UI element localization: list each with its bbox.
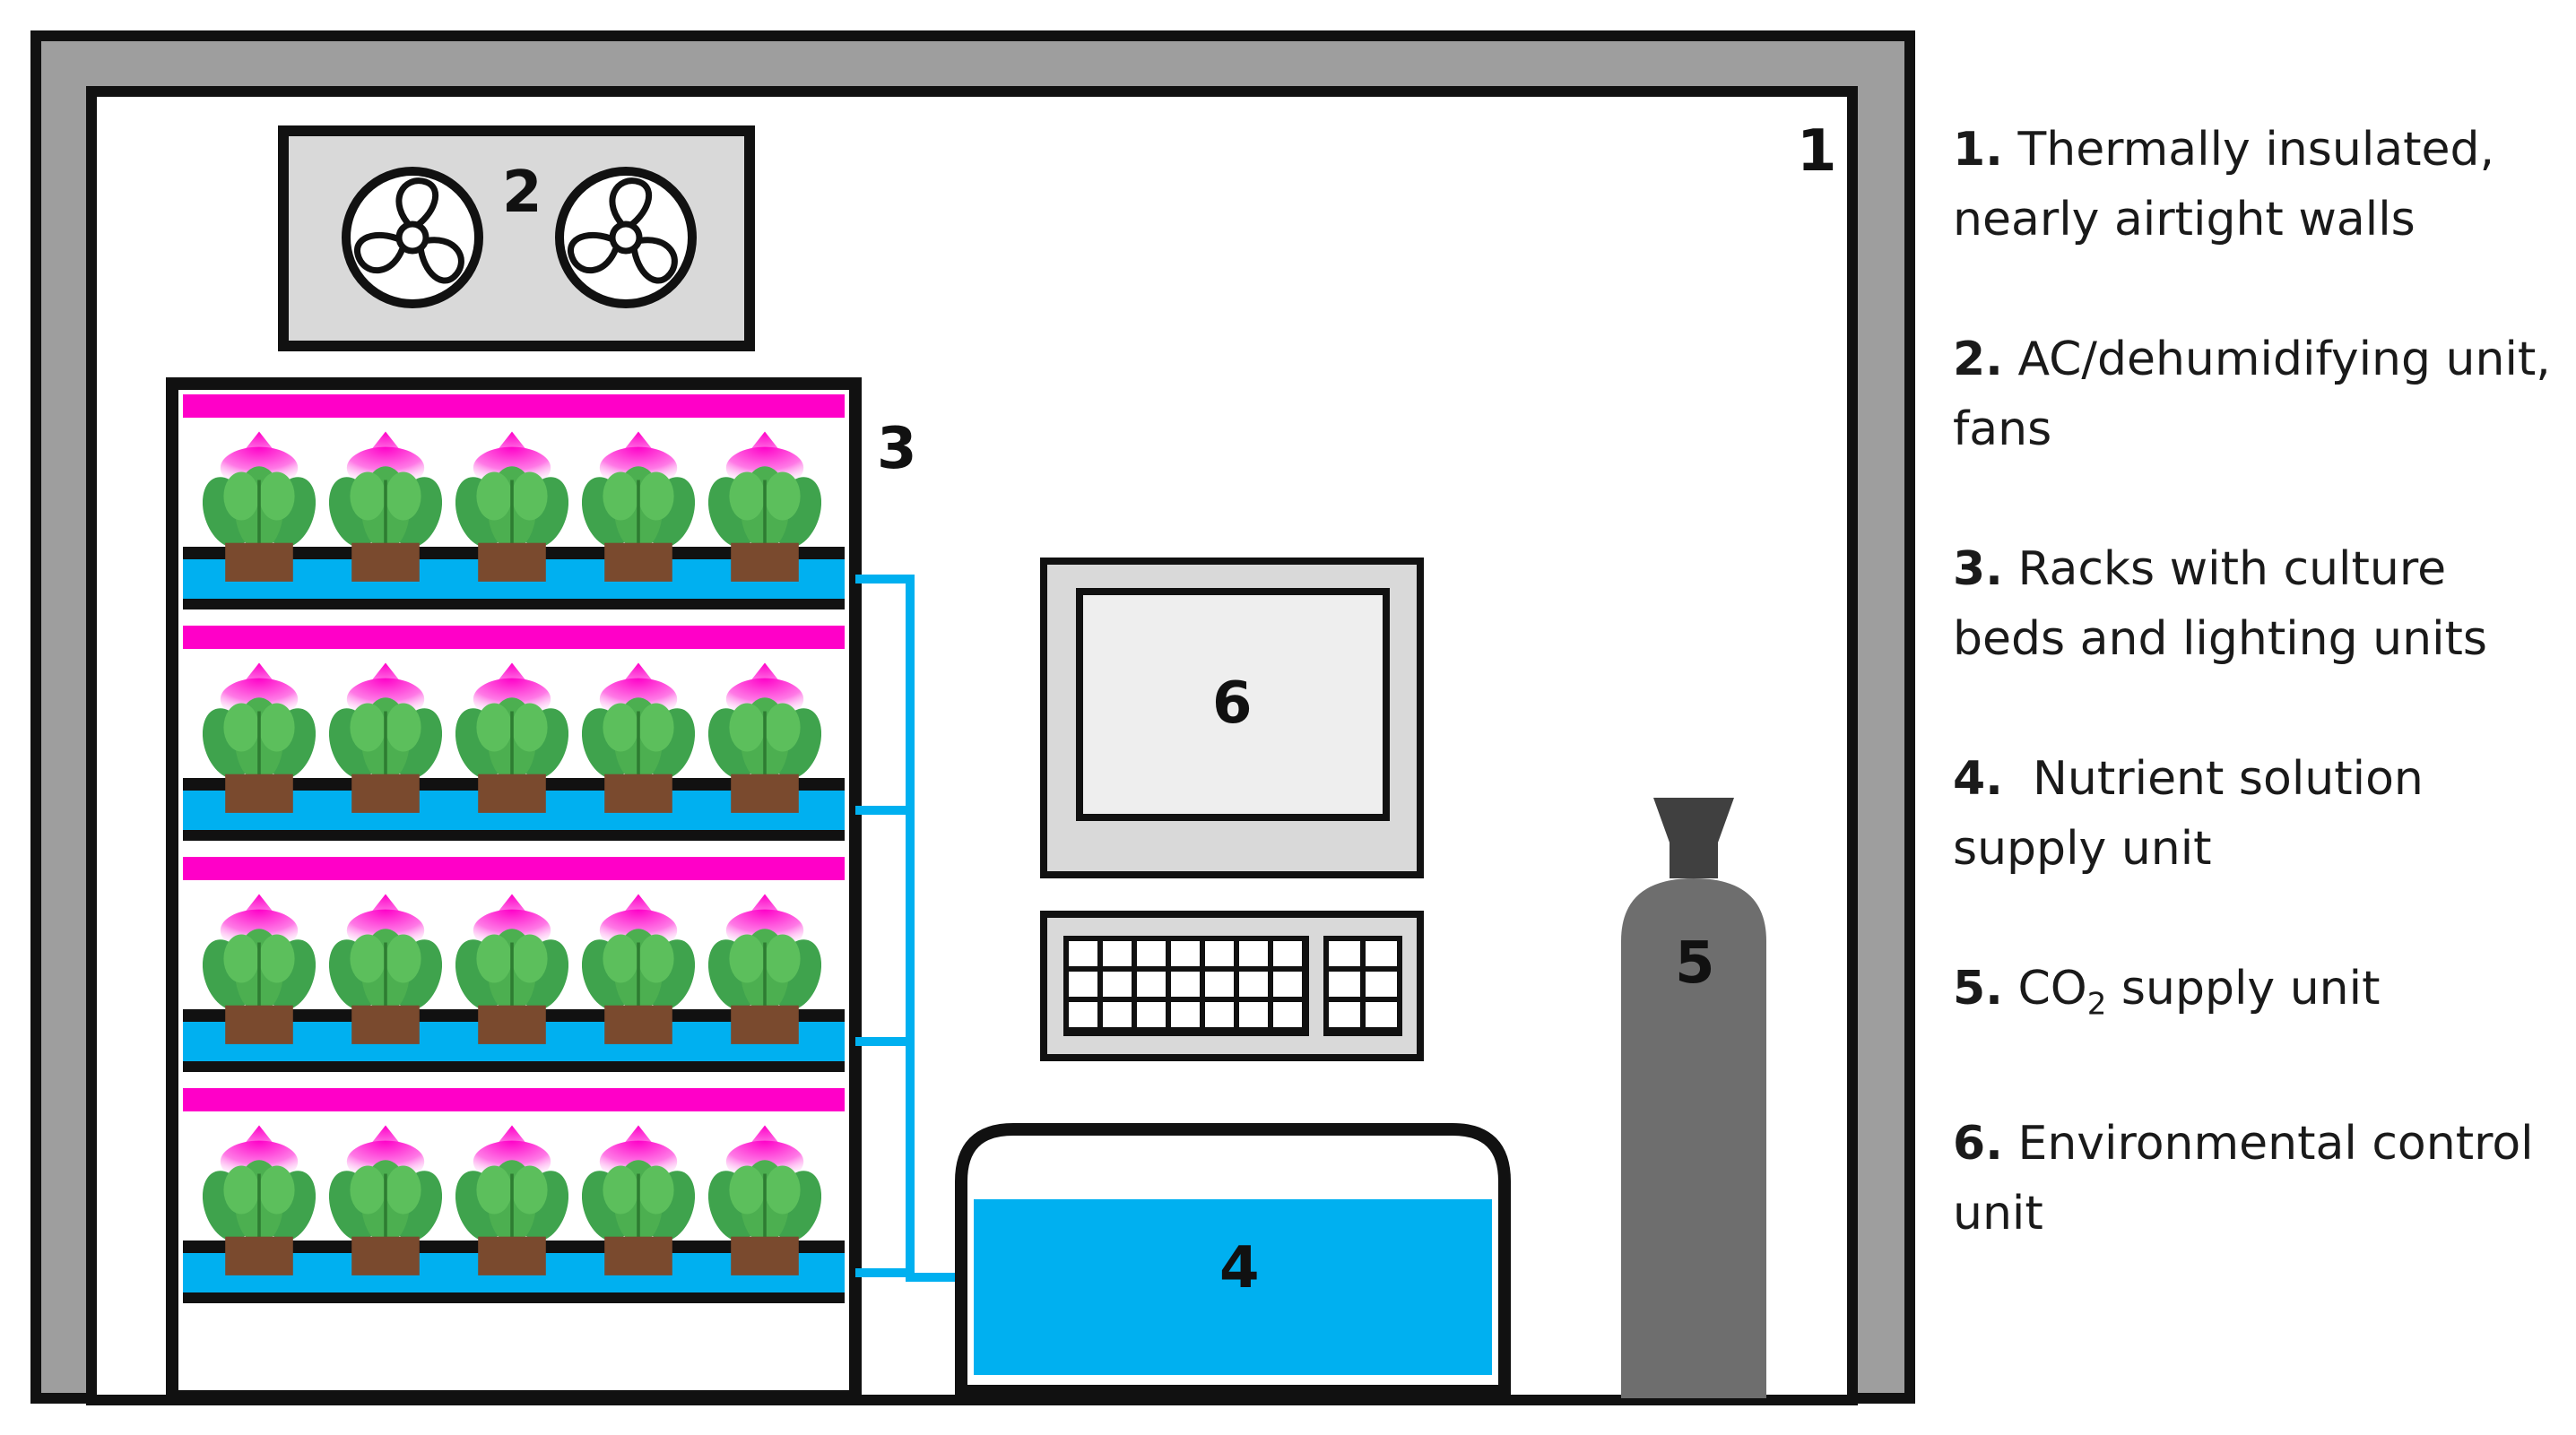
legend-item-racks: 3. Racks with culture beds and lighting …: [1953, 534, 2572, 674]
keyboard-key: [1239, 1002, 1268, 1027]
keyboard-key: [1366, 972, 1397, 997]
keyboard-key: [1171, 972, 1200, 997]
legend-item-co2: 5. CO2 supply unit: [1953, 954, 2572, 1039]
ac-dehumidifier-unit: [278, 125, 755, 351]
label-room: 1: [1797, 118, 1837, 185]
nutrient-pipes: [855, 575, 959, 1282]
legend-item-nutrient: 4. Nutrient solution supply unit: [1953, 744, 2572, 884]
keyboard-key: [1103, 972, 1132, 997]
keyboard-key: [1069, 972, 1097, 997]
rack-shelf: [183, 626, 845, 841]
gas-cylinder-icon: [1653, 798, 1734, 878]
keyboard-key: [1171, 1002, 1200, 1027]
keyboard-key: [1137, 1002, 1166, 1027]
keyboard-key: [1137, 941, 1166, 966]
co2-cylinder: [1621, 798, 1766, 1398]
keyboard-key: [1069, 941, 1097, 966]
keyboard-key: [1273, 972, 1302, 997]
keyboard-icon: [1040, 911, 1424, 1061]
legend-number: 2.: [1953, 333, 2003, 386]
fan-icon: [559, 171, 692, 304]
legend-number: 4.: [1953, 752, 2003, 806]
keyboard-key: [1366, 1002, 1397, 1027]
keyboard-key: [1239, 972, 1268, 997]
legend-text: AC/dehumidifying unit, fans: [1953, 333, 2551, 456]
keyboard-key: [1329, 1002, 1360, 1027]
keyboard-key: [1103, 1002, 1132, 1027]
keyboard-key: [1239, 941, 1268, 966]
legend-number: 6.: [1953, 1117, 2003, 1171]
legend-subscript: 2: [2086, 986, 2107, 1023]
legend-text: Environmental control unit: [1953, 1117, 2534, 1241]
keyboard-key: [1273, 1002, 1302, 1027]
keyboard-key: [1205, 941, 1234, 966]
rack-shelf: [183, 1088, 845, 1303]
legend-number: 5.: [1953, 962, 2003, 1016]
plant-factory-diagram: 1 2 3 4 5 6: [30, 30, 1915, 1405]
legend-text: CO: [2017, 962, 2087, 1016]
legend-text: supply unit: [2106, 962, 2381, 1016]
keyboard-key: [1103, 941, 1132, 966]
keyboard-key: [1205, 1002, 1234, 1027]
legend: 1. Thermally insulated, nearly airtight …: [1953, 115, 2572, 1318]
keyboard-key: [1171, 941, 1200, 966]
legend-number: 1.: [1953, 123, 2003, 177]
label-racks: 3: [877, 416, 917, 482]
legend-item-ac-unit: 2. AC/dehumidifying unit, fans: [1953, 324, 2572, 464]
rack-shelf: [183, 394, 845, 609]
legend-item-walls: 1. Thermally insulated, nearly airtight …: [1953, 115, 2572, 255]
legend-text: Racks with culture beds and lighting uni…: [1953, 542, 2488, 666]
legend-text: Thermally insulated, nearly airtight wal…: [1953, 123, 2495, 246]
label-nutrient-tank: 4: [1219, 1235, 1260, 1301]
rack: [166, 377, 862, 1403]
environmental-control-unit: [1040, 558, 1424, 1061]
keyboard-key: [1137, 972, 1166, 997]
fan-icon: [346, 171, 479, 304]
legend-item-control: 6. Environmental control unit: [1953, 1109, 2572, 1249]
keyboard-key: [1329, 972, 1360, 997]
keyboard-key: [1273, 941, 1302, 966]
nutrient-tank: [955, 1123, 1511, 1397]
legend-text: Nutrient solution supply unit: [1953, 752, 2439, 876]
label-ac-unit: 2: [502, 160, 542, 226]
label-control-unit: 6: [1212, 670, 1253, 737]
keyboard-key: [1205, 972, 1234, 997]
keyboard-key: [1366, 941, 1397, 966]
legend-number: 3.: [1953, 542, 2003, 596]
keyboard-key: [1329, 941, 1360, 966]
rack-shelf: [183, 857, 845, 1072]
keyboard-key: [1069, 1002, 1097, 1027]
label-co2-cylinder: 5: [1675, 930, 1715, 997]
